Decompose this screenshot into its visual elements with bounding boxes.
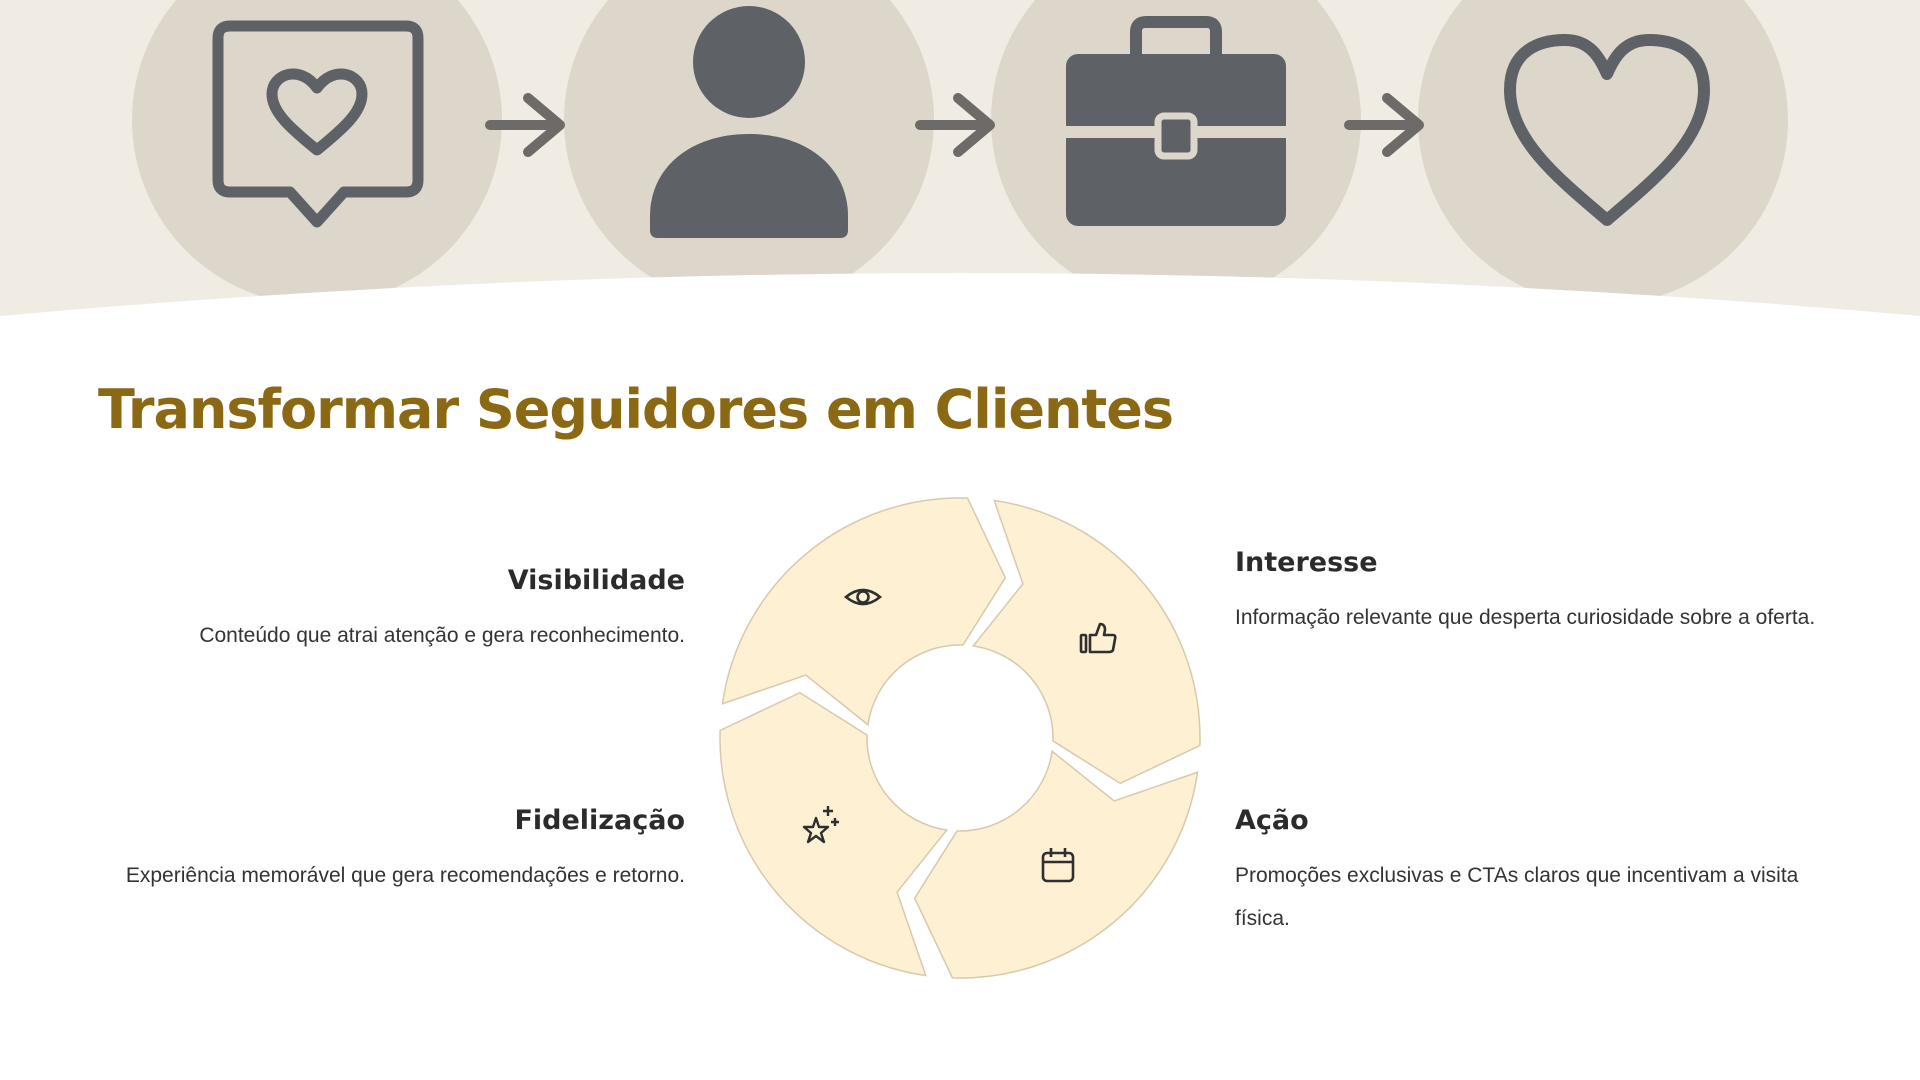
step-title: Interesse xyxy=(1235,547,1378,578)
sparkle-star-icon xyxy=(802,806,839,844)
calendar-icon xyxy=(1041,848,1075,883)
step-interesse: Interesse Informação relevante que despe… xyxy=(1235,547,1825,639)
ring-segment-visibilidade xyxy=(721,497,1007,727)
arrow-right-icon xyxy=(915,93,995,157)
thumbs-up-icon xyxy=(1079,622,1117,654)
step-title: Ação xyxy=(1235,805,1309,836)
arrow-right-icon xyxy=(485,93,565,157)
step-acao: Ação Promoções exclusivas e CTAs claros … xyxy=(1235,805,1825,940)
eye-icon xyxy=(843,588,883,606)
step-description: Conteúdo que atrai atenção e gera reconh… xyxy=(199,624,685,647)
hero-circle xyxy=(1418,0,1788,305)
ring-segment-acao xyxy=(913,749,1199,979)
page-title: Transformar Seguidores em Clientes xyxy=(98,378,1174,441)
step-visibilidade: Visibilidade Conteúdo que atrai atenção … xyxy=(95,565,685,657)
step-description: Experiência memorável que gera recomenda… xyxy=(125,864,685,887)
hero-banner xyxy=(0,0,1920,316)
step-title: Fidelização xyxy=(514,805,685,836)
step-fidelizacao: Fidelização Experiência memorável que ge… xyxy=(95,805,685,897)
message-heart-icon xyxy=(212,20,424,228)
step-title: Visibilidade xyxy=(507,565,685,596)
person-icon xyxy=(650,6,848,238)
step-description: Informação relevante que desperta curios… xyxy=(1235,606,1816,629)
heart-icon xyxy=(1504,34,1710,226)
step-description: Promoções exclusivas e CTAs claros que i… xyxy=(1235,864,1799,930)
briefcase-icon xyxy=(1066,16,1286,226)
cycle-diagram xyxy=(719,497,1201,979)
arrow-right-icon xyxy=(1344,93,1424,157)
ring-segment-fidelizacao xyxy=(719,691,949,977)
